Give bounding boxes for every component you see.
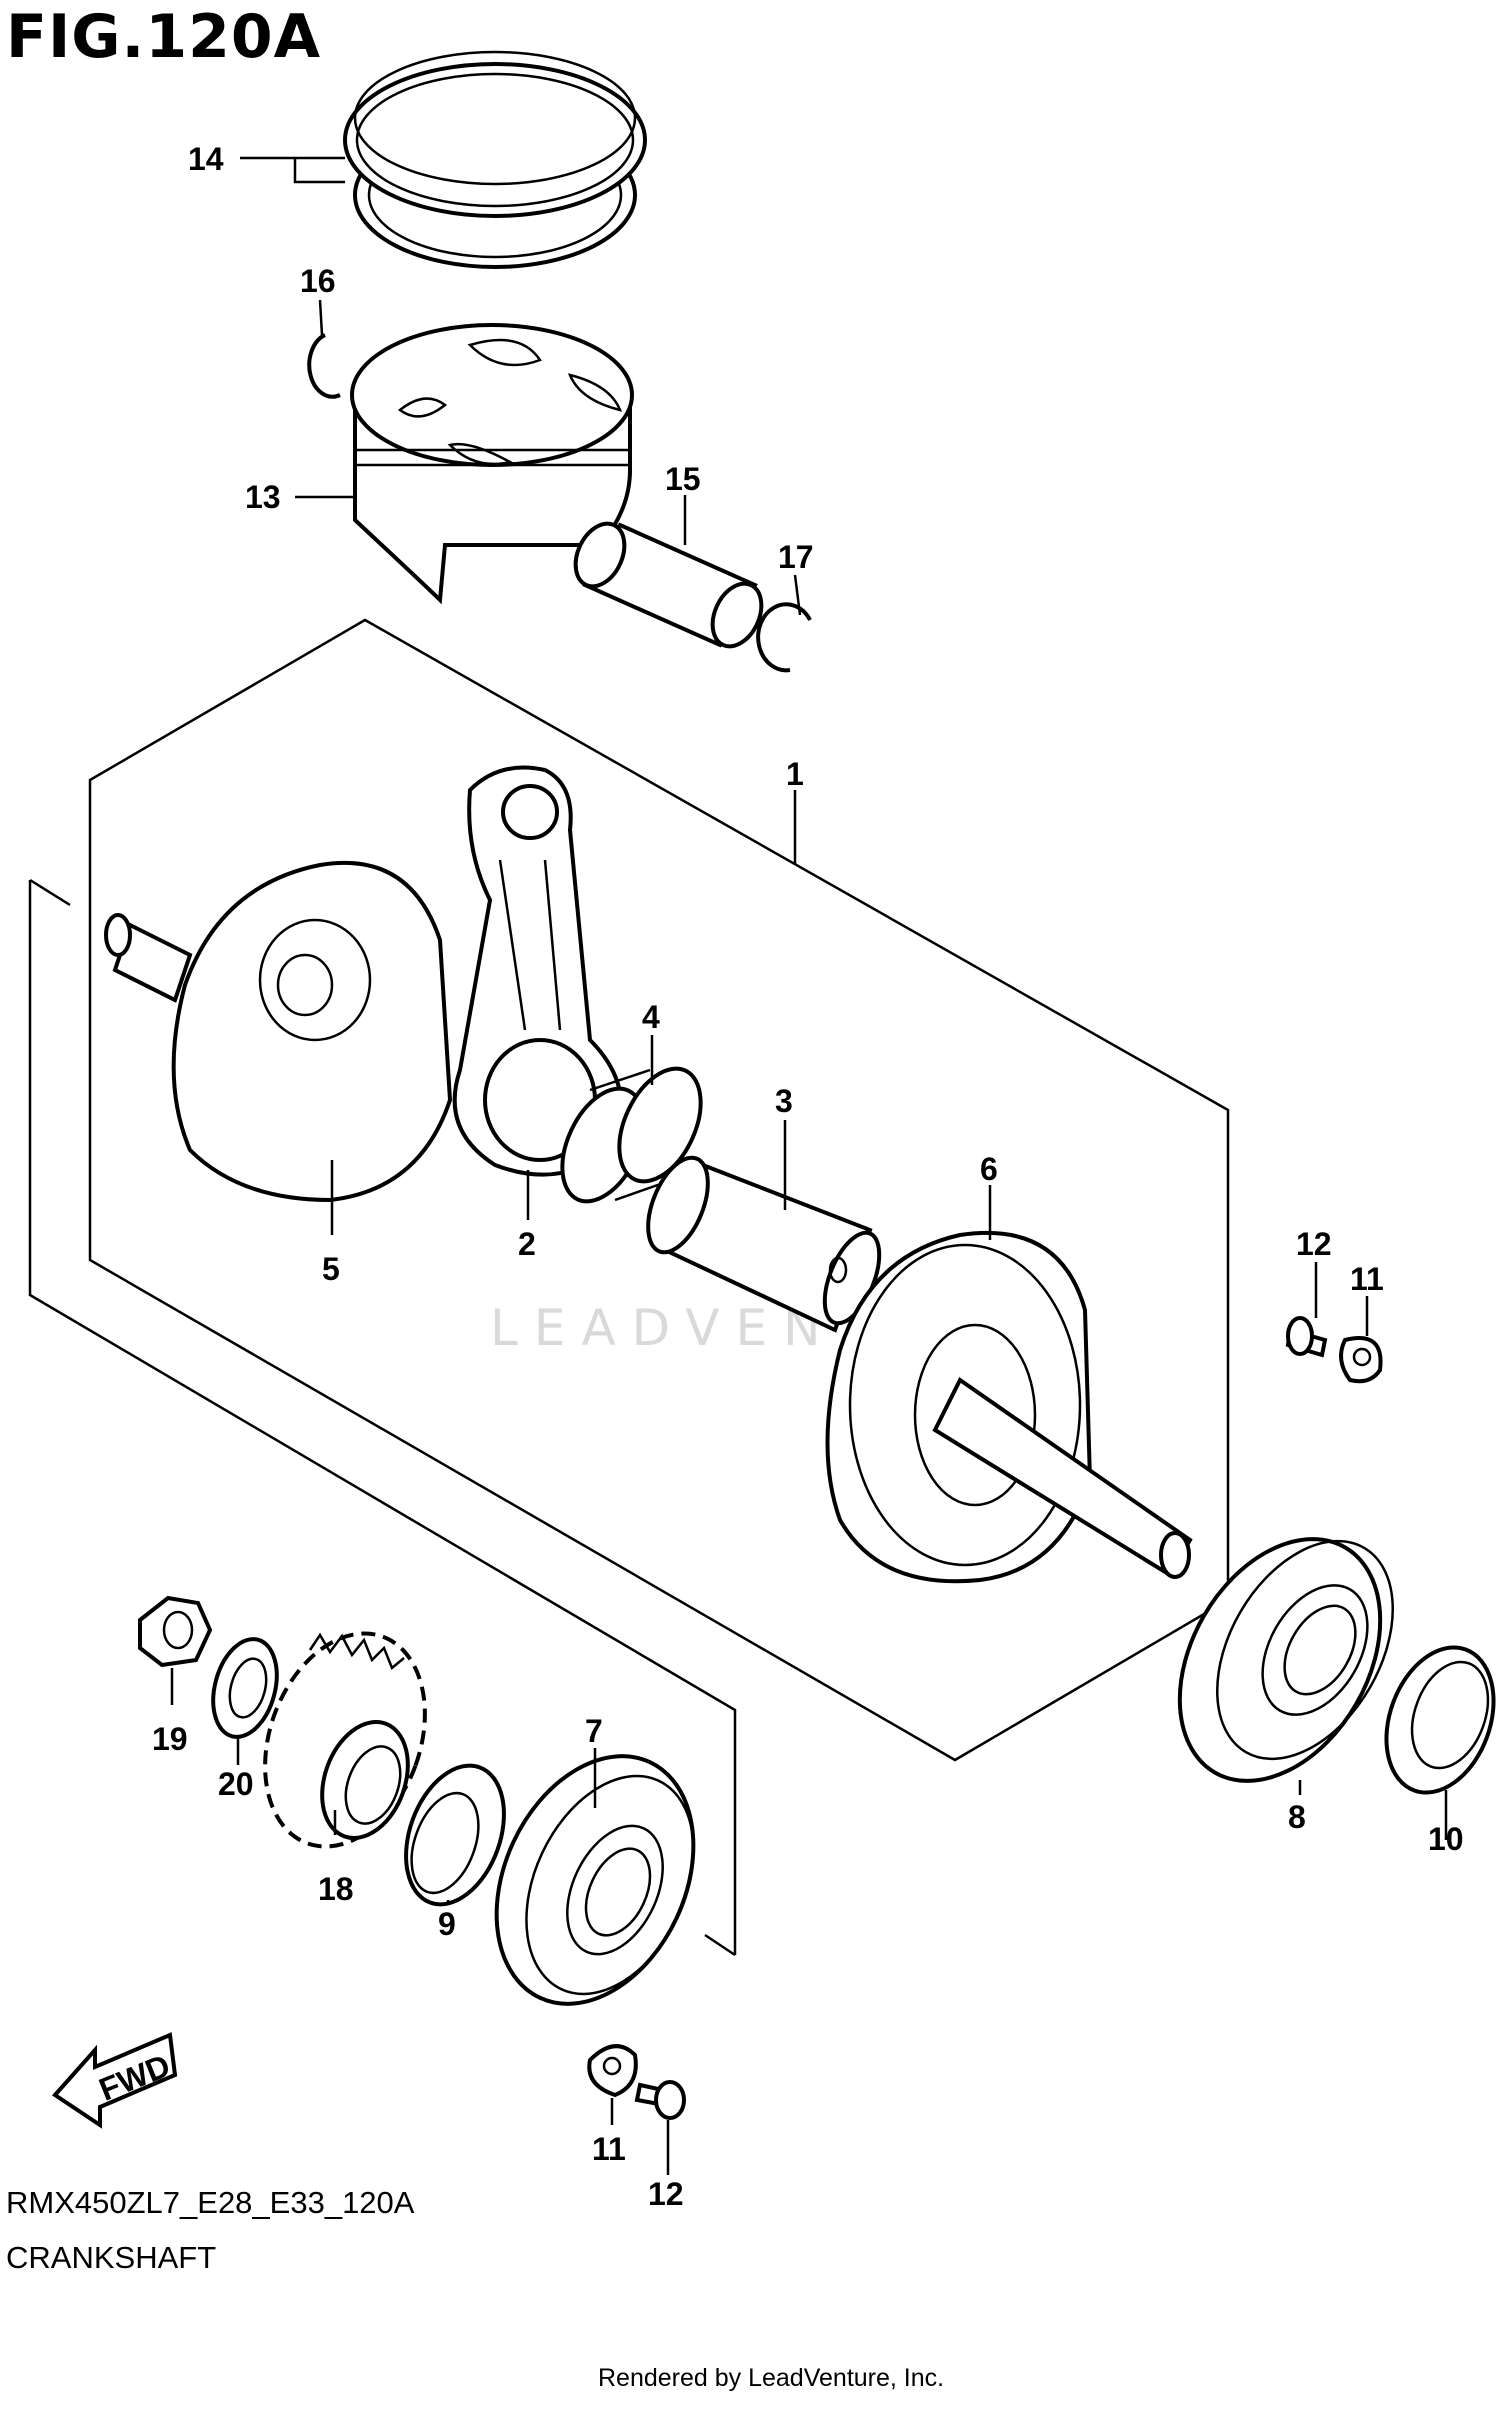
washer-lower [587, 2044, 638, 2098]
callout-5: 5 [322, 1251, 340, 1287]
callout-2: 2 [518, 1226, 536, 1262]
crankshaft-bearing-left [494, 1754, 696, 2006]
callout-10: 10 [1428, 1821, 1464, 1857]
piston-pin-circlip-right [756, 602, 812, 673]
nut [138, 1595, 213, 1668]
lower-outline-top-left [29, 878, 71, 907]
piston-ring-set [343, 50, 647, 269]
crank-web-right [825, 1230, 1193, 1584]
washer-20 [211, 1637, 279, 1739]
callout-12-lower: 12 [648, 2176, 684, 2212]
oil-seal-left [404, 1763, 506, 1907]
model-code: RMX450ZL7_E28_E33_120A [6, 2185, 415, 2220]
section-name: CRANKSHAFT [6, 2240, 217, 2275]
leader-16 [318, 299, 324, 336]
piston-pin [573, 521, 764, 649]
callout-6: 6 [980, 1151, 998, 1187]
leader-17 [793, 574, 802, 616]
callout-17: 17 [778, 539, 814, 575]
oil-seal-right [1384, 1645, 1496, 1795]
forward-direction-arrow: FWD [51, 2032, 178, 2129]
piston [350, 323, 634, 605]
crank-web-left [104, 860, 453, 1203]
primary-drive-gear [263, 1631, 427, 1849]
callout-20: 20 [218, 1766, 254, 1802]
callout-8: 8 [1288, 1799, 1306, 1835]
piston-pin-circlip-left [307, 333, 341, 399]
callout-12-upper: 12 [1296, 1226, 1332, 1262]
callout-19: 19 [152, 1721, 188, 1757]
leader-14-bracket [293, 156, 345, 184]
callout-7: 7 [585, 1713, 603, 1749]
callout-3: 3 [775, 1083, 793, 1119]
callout-1: 1 [786, 756, 804, 792]
callout-15: 15 [665, 461, 701, 497]
crank-pin [646, 1155, 882, 1333]
callout-9: 9 [438, 1906, 456, 1942]
callout-14: 14 [188, 141, 224, 177]
screw-upper [1285, 1316, 1328, 1358]
callout-18: 18 [318, 1871, 354, 1907]
lower-outline-end [704, 1933, 736, 1957]
washer-upper [1339, 1336, 1383, 1384]
callout-16: 16 [300, 263, 336, 299]
callout-11-upper: 11 [1350, 1261, 1384, 1297]
lower-outline [28, 880, 737, 1955]
callout-11-lower: 11 [592, 2131, 626, 2167]
screw-lower [634, 2080, 686, 2120]
figure-title: FIG.120A [6, 2, 322, 72]
render-credit: Rendered by LeadVenture, Inc. [598, 2364, 945, 2392]
callout-4: 4 [642, 999, 660, 1035]
crankshaft-bearing-right [1177, 1537, 1394, 1783]
callout-13: 13 [245, 479, 281, 515]
